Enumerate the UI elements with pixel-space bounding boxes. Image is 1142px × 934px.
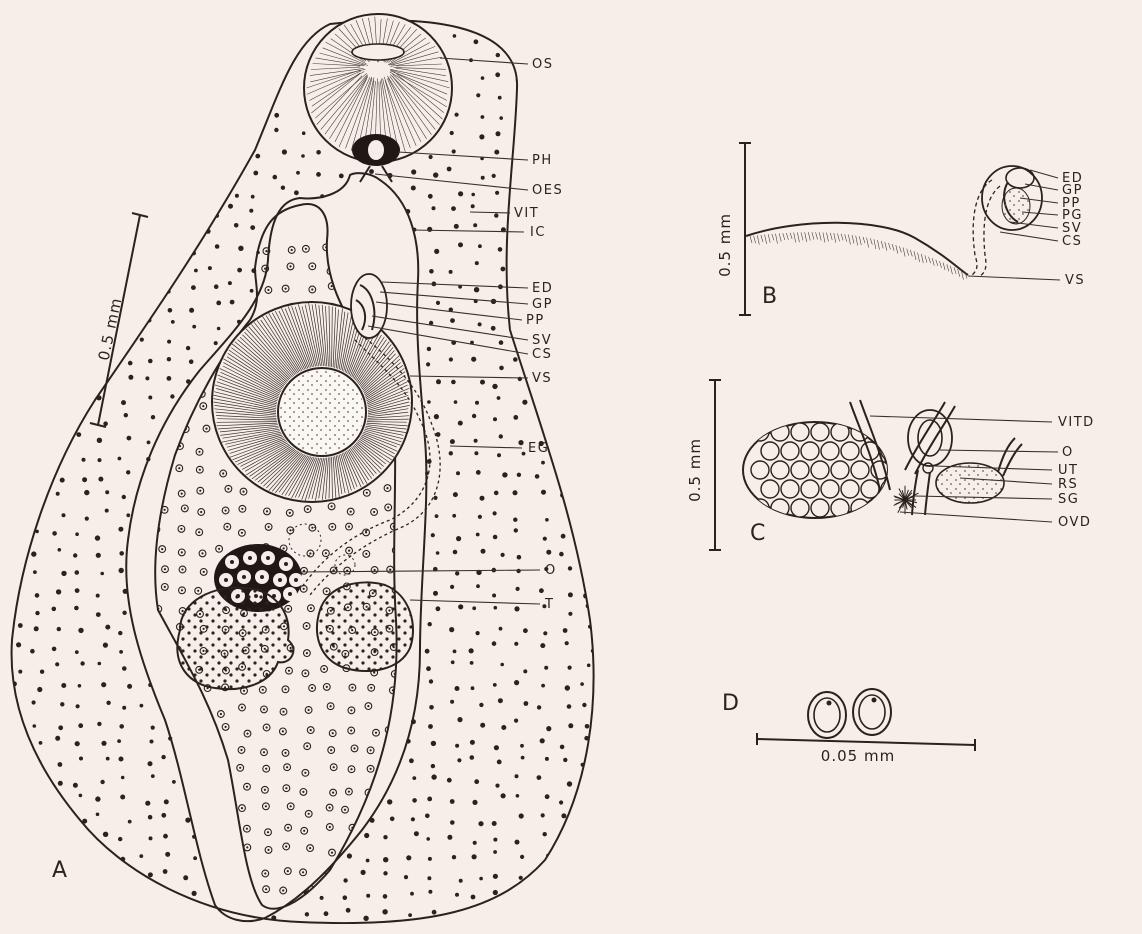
label-a-oes: OES	[532, 183, 563, 198]
label-a-ed: ED	[532, 281, 553, 296]
ventral-sucker-arc-b	[746, 223, 968, 275]
panel-c-letter: C	[750, 521, 765, 546]
egg-right	[853, 689, 891, 735]
label-c-ovd: OVD	[1058, 515, 1091, 530]
label-a-t: T	[544, 597, 554, 612]
label-b-cs: CS	[1062, 234, 1082, 249]
label-c-sg: SG	[1058, 492, 1079, 507]
panel-c-scale-text: 0.5 mm	[686, 438, 704, 502]
panel-a-letter: A	[52, 858, 67, 883]
panel-d-scale-text: 0.05 mm	[821, 747, 895, 765]
panel-c-scale-bar: 0.5 mm	[686, 380, 721, 550]
panel-b-letter: B	[762, 284, 777, 309]
label-a-cs: CS	[532, 347, 552, 362]
label-a-ic: IC	[530, 225, 546, 240]
label-c-ut: UT	[1058, 463, 1078, 478]
genital-complex-b	[972, 166, 1042, 276]
label-a-os: OS	[532, 57, 553, 72]
panel-d-eggs: 0.05 mm D	[722, 689, 975, 765]
label-a-sv: SV	[532, 333, 552, 348]
label-c-rs: RS	[1058, 477, 1078, 492]
label-a-vs: VS	[532, 371, 552, 386]
label-a-pp: PP	[526, 313, 545, 328]
label-a-eg: EG	[528, 441, 549, 456]
label-c-o: O	[1062, 445, 1074, 460]
ventral-sucker	[212, 302, 412, 502]
label-a-gp: GP	[532, 297, 553, 312]
label-a-vit: VIT	[514, 206, 539, 221]
label-c-vitd: VITD	[1058, 415, 1095, 430]
label-a-ph: PH	[532, 153, 553, 168]
panel-d-scale-bar: 0.05 mm	[757, 733, 975, 765]
label-b-vs: VS	[1065, 273, 1085, 288]
panel-a-scale-text: 0.5 mm	[95, 296, 126, 362]
panel-b-scale-text: 0.5 mm	[716, 213, 734, 277]
panel-d-letter: D	[722, 691, 739, 716]
egg-left	[808, 692, 846, 738]
panel-b-scale-bar: 0.5 mm	[716, 143, 751, 315]
label-a-o: O	[545, 563, 557, 578]
pharynx	[352, 134, 400, 166]
